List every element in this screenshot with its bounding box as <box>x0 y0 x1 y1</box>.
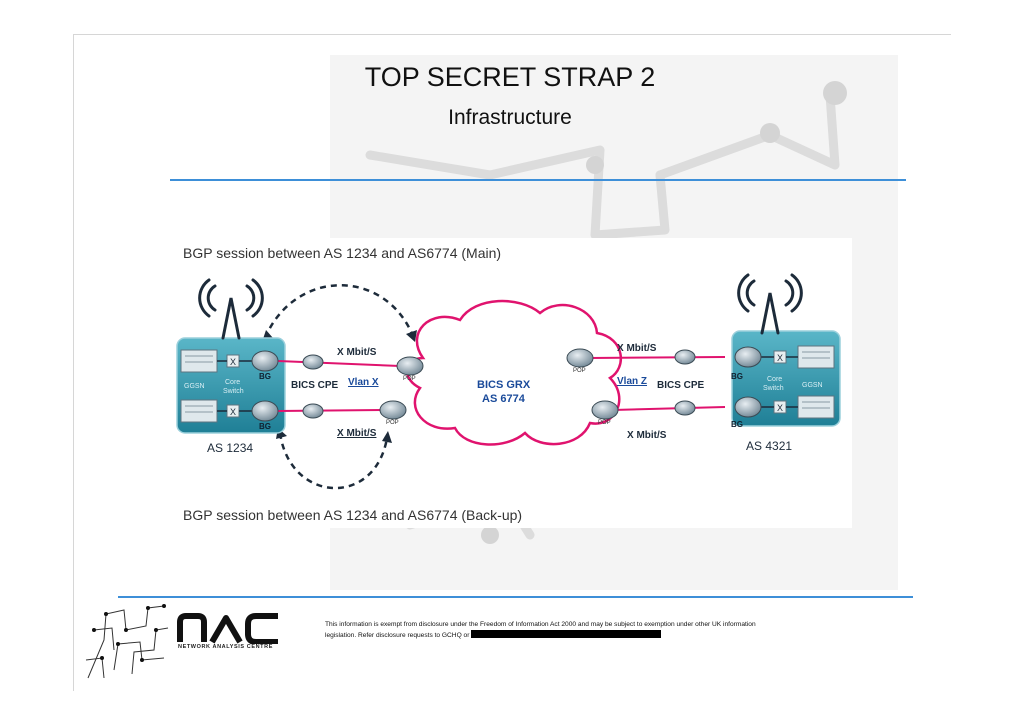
right-cpe-router-top-icon <box>674 349 696 365</box>
left-vlan-label: Vlan X <box>348 377 379 388</box>
left-antenna-icon <box>198 278 264 340</box>
nac-logo-text: NETWORK ANALYSIS CENTRE <box>178 644 273 650</box>
left-ggsn-label: GGSN <box>184 383 205 390</box>
page-subtitle: Infrastructure <box>448 106 572 129</box>
left-switch-x-top: X <box>230 357 236 367</box>
left-cpe-router-bottom-icon <box>302 403 324 419</box>
right-bg-router-top-icon <box>734 346 762 368</box>
right-core-label-2: Switch <box>763 385 784 392</box>
bgp-backup-label: BGP session between AS 1234 and AS6774 (… <box>183 507 522 523</box>
left-cpe-label: BICS CPE <box>291 380 339 391</box>
cloud-label-line2: AS 6774 <box>482 393 526 405</box>
right-cpe-router-bottom-icon <box>674 400 696 416</box>
disclaimer-line-2: legislation. Refer disclosure requests t… <box>325 632 470 639</box>
left-pop-label-top: POP <box>403 376 416 382</box>
right-bg-label-top: BG <box>731 372 743 381</box>
network-diagram-svg: BGP session between AS 1234 and AS6774 (… <box>176 245 841 523</box>
right-bg-router-bottom-icon <box>734 396 762 418</box>
nac-logo-icon <box>177 613 278 644</box>
cloud-label-line1: BICS GRX <box>477 379 531 391</box>
right-cpe-label: BICS CPE <box>657 380 705 391</box>
left-switch-x-bottom: X <box>230 407 236 417</box>
right-pop-router-top-icon <box>566 348 594 368</box>
left-bg-router-bottom-icon <box>251 400 279 422</box>
right-ggsn-label: GGSN <box>802 382 823 389</box>
page-title: TOP SECRET STRAP 2 <box>364 62 656 92</box>
right-switch-x-top: X <box>777 353 783 363</box>
network-diagram: BGP session between AS 1234 and AS6774 (… <box>165 238 852 528</box>
right-rate-bottom-label: X Mbit/S <box>627 430 667 441</box>
site-internal-links <box>217 356 798 412</box>
left-core-label-1: Core <box>225 379 240 386</box>
right-as-label: AS 4321 <box>746 439 792 453</box>
right-bg-label-bottom: BG <box>731 420 743 429</box>
left-pop-label-bottom: POP <box>386 420 399 426</box>
left-cpe-router-top-icon <box>302 354 324 370</box>
left-bg-label-top: BG <box>259 372 271 381</box>
bottom-divider <box>118 596 913 598</box>
bgp-main-label: BGP session between AS 1234 and AS6774 (… <box>183 245 501 261</box>
right-pop-label-top: POP <box>573 368 586 374</box>
left-ggsn-server-icon <box>180 349 218 423</box>
right-vlan-label: Vlan Z <box>617 376 647 387</box>
left-pop-router-bottom-icon <box>379 400 407 420</box>
wan-links <box>277 356 726 412</box>
right-core-label-1: Core <box>767 376 782 383</box>
bgp-main-arrow-right <box>406 330 417 342</box>
left-core-label-2: Switch <box>223 388 244 395</box>
right-rate-top-label: X Mbit/S <box>617 343 657 354</box>
circuit-logo-icon <box>85 604 169 679</box>
page-frame <box>73 34 951 691</box>
disclaimer-line-1: This information is exempt from disclosu… <box>325 621 756 628</box>
left-pop-router-top-icon <box>396 356 424 376</box>
left-rate-top-label: X Mbit/S <box>337 347 377 358</box>
disclaimer-text: This information is exempt from disclosu… <box>325 620 825 641</box>
bgp-backup-arrow-right <box>382 431 392 443</box>
right-pop-router-bottom-icon <box>591 400 619 420</box>
left-bg-label-bottom: BG <box>259 422 271 431</box>
right-switch-x-bottom: X <box>777 403 783 413</box>
left-rate-bottom-label: X Mbit/S <box>337 428 377 439</box>
right-antenna-icon <box>737 273 803 335</box>
left-bg-router-top-icon <box>251 350 279 372</box>
redaction-bar <box>471 630 662 638</box>
top-divider <box>170 179 906 181</box>
bgp-main-arc <box>263 284 415 339</box>
right-pop-label-bottom: POP <box>598 420 611 426</box>
bics-grx-cloud <box>406 299 623 446</box>
bgp-backup-arc <box>278 432 389 490</box>
left-as-label: AS 1234 <box>207 441 253 455</box>
